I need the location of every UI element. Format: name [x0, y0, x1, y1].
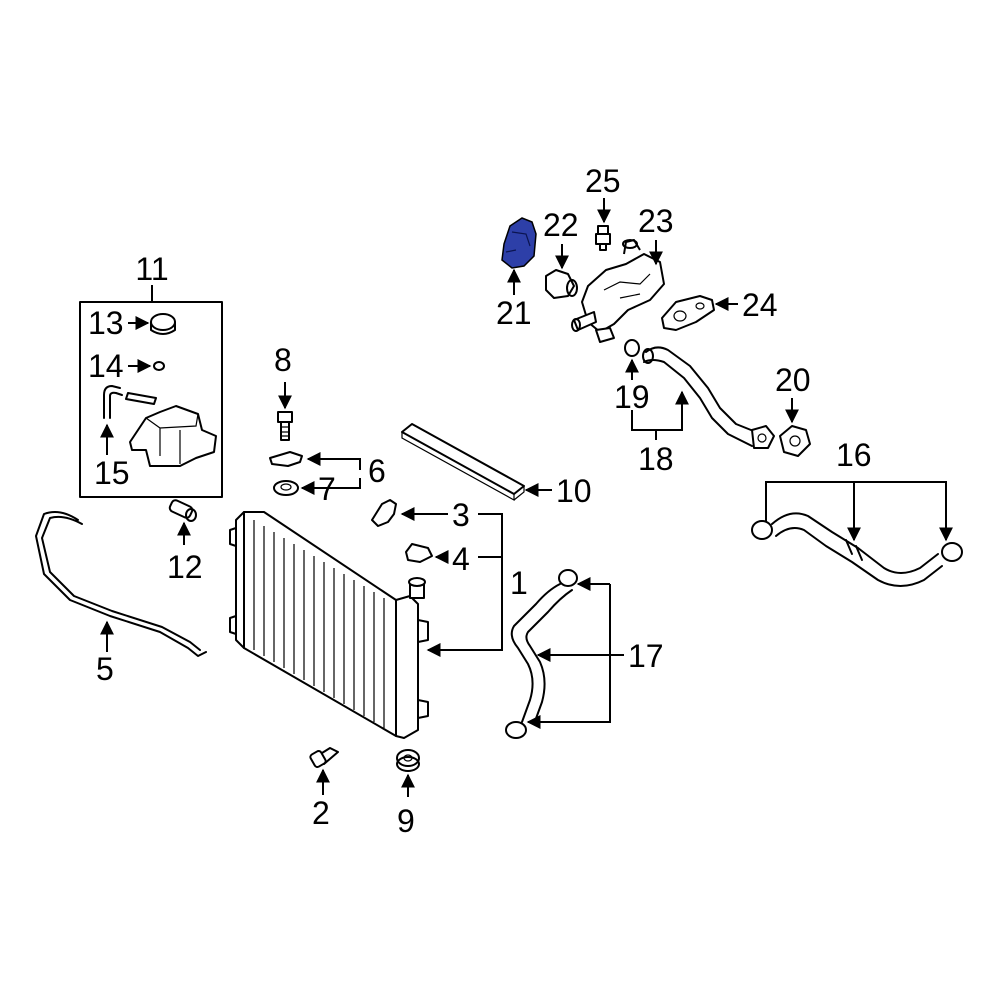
reservoir-clamp[interactable] [168, 499, 197, 522]
o-ring[interactable] [153, 361, 165, 371]
callout-23[interactable]: 23 [638, 203, 674, 239]
pipe-gasket[interactable] [779, 425, 811, 457]
pipe-o-ring[interactable] [624, 339, 640, 357]
heater-hose[interactable] [751, 512, 963, 587]
drain-plug[interactable] [309, 747, 339, 768]
callout-9[interactable]: 9 [397, 803, 415, 839]
callout-25[interactable]: 25 [585, 163, 621, 199]
callout-18[interactable]: 18 [638, 441, 674, 477]
callout-4[interactable]: 4 [452, 541, 470, 577]
reservoir-hose[interactable] [103, 385, 157, 419]
water-outlet-housing[interactable] [571, 239, 665, 343]
lower-radiator-hose[interactable] [505, 569, 578, 739]
callout-11[interactable]: 11 [135, 251, 168, 287]
callout-8[interactable]: 8 [274, 342, 292, 378]
callout-7[interactable]: 7 [318, 471, 336, 507]
callout-2[interactable]: 2 [312, 795, 330, 831]
radiator-bracket[interactable] [269, 451, 303, 467]
upper-bracket[interactable] [371, 499, 397, 527]
callout-20[interactable]: 20 [775, 362, 811, 398]
callout-17[interactable]: 17 [628, 638, 664, 674]
temperature-sensor[interactable] [595, 225, 611, 251]
callout-5[interactable]: 5 [96, 651, 114, 687]
mounting-bolt[interactable] [277, 411, 293, 441]
radiator-seal[interactable] [401, 423, 525, 502]
callout-16[interactable]: 16 [836, 437, 872, 473]
callout-24[interactable]: 24 [742, 287, 778, 323]
callout-6[interactable]: 6 [368, 453, 386, 489]
lower-bracket[interactable] [405, 543, 433, 563]
thermostat[interactable] [545, 269, 578, 299]
radiator[interactable] [229, 511, 429, 739]
callout-13[interactable]: 13 [88, 305, 124, 341]
callout-1[interactable]: 1 [510, 565, 528, 601]
callout-14[interactable]: 14 [88, 348, 124, 384]
callout-19[interactable]: 19 [614, 379, 650, 415]
bushing[interactable] [273, 480, 299, 496]
reservoir-cap[interactable] [150, 313, 176, 335]
callout-15[interactable]: 15 [94, 455, 130, 491]
callout-10[interactable]: 10 [556, 473, 592, 509]
lower-grommet[interactable] [396, 749, 420, 772]
thermostat-housing-cover[interactable] [501, 217, 537, 269]
overflow-tube[interactable] [35, 511, 207, 657]
water-pipe[interactable] [642, 346, 775, 449]
housing-gasket[interactable] [661, 295, 715, 331]
callout-22[interactable]: 22 [543, 207, 579, 243]
coolant-reservoir[interactable] [129, 405, 217, 467]
callout-21[interactable]: 21 [496, 295, 532, 331]
callout-3[interactable]: 3 [452, 497, 470, 533]
callout-12[interactable]: 12 [167, 549, 203, 585]
